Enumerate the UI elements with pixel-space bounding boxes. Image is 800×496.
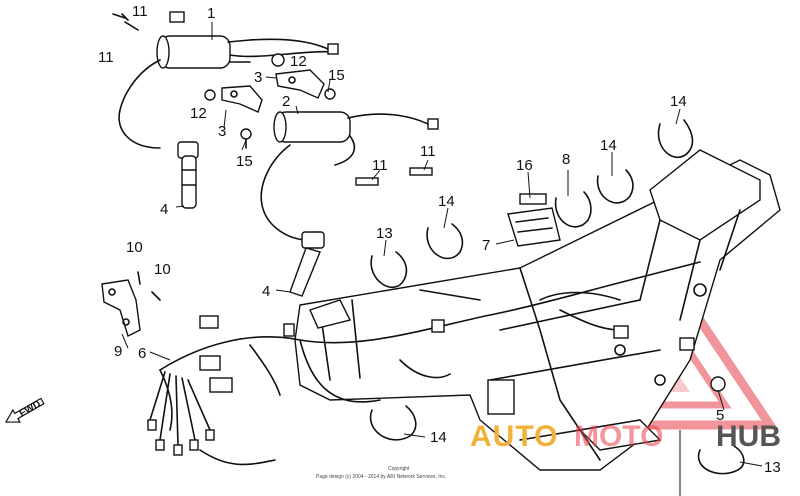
coil-bracket-left	[221, 85, 263, 113]
callout-labels: 1 2 3 3 4 4 5 6 7 8 9 10 10 11 11 11 11 …	[98, 3, 781, 476]
callout-10-right: 10	[154, 261, 171, 278]
wire-harness	[147, 261, 701, 466]
wire-clamps	[369, 119, 745, 475]
callout-14-upper: 14	[600, 137, 617, 154]
callout-2: 2	[282, 93, 290, 110]
callout-4-upper: 4	[160, 201, 168, 218]
callout-14-mid: 14	[438, 193, 455, 210]
callout-11-mid: 11	[372, 157, 388, 174]
callout-8: 8	[562, 151, 570, 168]
watermark-hub: HUB	[716, 420, 781, 453]
watermark-text: AUTO MOTO HUB	[470, 420, 781, 453]
callout-9: 9	[114, 343, 122, 360]
callout-15-bottom: 15	[236, 153, 253, 170]
callout-14-bottom: 14	[430, 429, 447, 446]
copyright-line2: Page design (c) 2004 - 2014 by ARI Netwo…	[316, 474, 446, 480]
callout-1: 1	[207, 5, 215, 22]
forward-arrow-icon: FWD	[4, 397, 45, 423]
watermark-auto: AUTO	[470, 420, 558, 453]
callout-12-top: 12	[290, 53, 307, 70]
callout-16: 16	[516, 157, 533, 174]
copyright-line1: Copyright	[388, 466, 410, 472]
callout-13-mid: 13	[376, 225, 393, 242]
leader-lines	[121, 22, 763, 496]
fwd-label: FWD	[18, 399, 43, 420]
spark-plug-cap-upper	[177, 141, 199, 209]
callout-7: 7	[482, 237, 490, 254]
callout-12-left: 12	[190, 105, 207, 122]
callout-15-top: 15	[328, 67, 345, 84]
callout-3-right: 3	[254, 69, 262, 86]
frame	[294, 149, 781, 471]
coil-bracket-right	[275, 69, 325, 99]
callout-14-top: 14	[670, 93, 687, 110]
watermark-moto: MOTO	[574, 420, 663, 453]
callout-10-left: 10	[126, 239, 143, 256]
spark-plug-cap-lower	[289, 231, 325, 297]
ignition-coil-lower	[260, 111, 439, 241]
callout-6: 6	[138, 345, 146, 362]
regulator-unit	[507, 193, 561, 247]
callout-4-lower: 4	[262, 283, 270, 300]
callout-11-left: 11	[98, 49, 114, 66]
callout-11-top: 11	[132, 3, 148, 20]
mounting-bracket	[101, 271, 161, 337]
callout-13-bottom: 13	[764, 459, 781, 476]
fasteners	[112, 11, 433, 186]
callout-3-left: 3	[218, 123, 226, 140]
callout-11-right: 11	[420, 143, 436, 160]
callout-5: 5	[716, 407, 724, 424]
